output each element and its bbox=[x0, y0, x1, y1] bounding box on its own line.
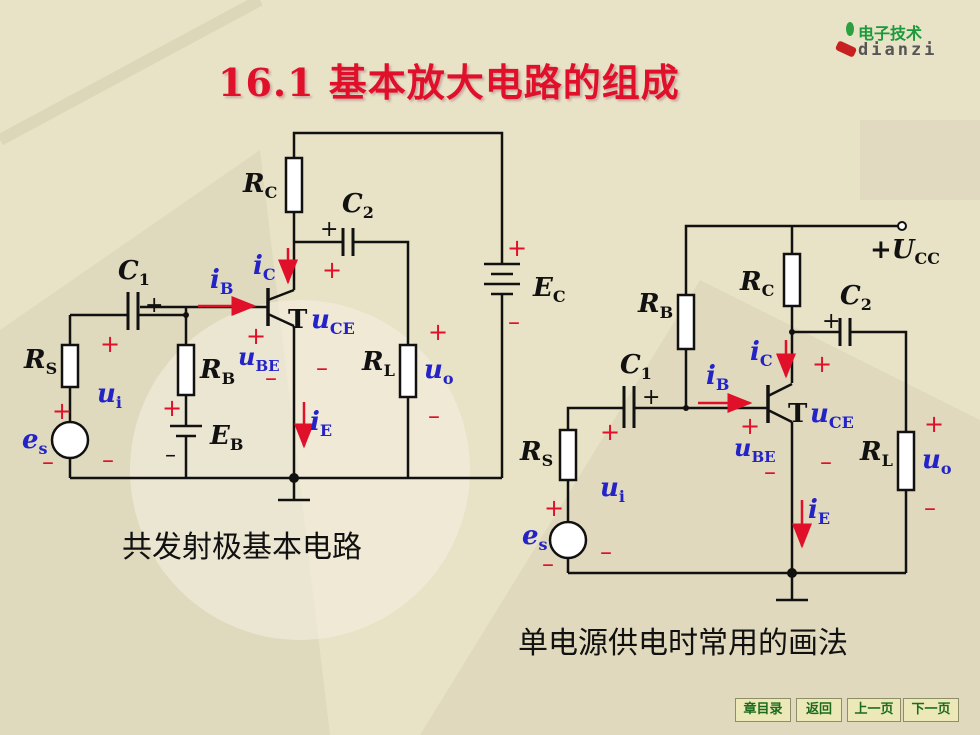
svg-text:+: + bbox=[544, 494, 564, 522]
svg-text:uo: uo bbox=[922, 445, 952, 478]
svg-text:+: + bbox=[507, 234, 527, 262]
svg-text:C2: C2 bbox=[342, 189, 374, 222]
svg-text:–: – bbox=[542, 550, 554, 578]
resistor-rs-right bbox=[558, 428, 578, 482]
resistor-rb-right bbox=[676, 293, 696, 351]
resistor-rc bbox=[284, 156, 304, 214]
svg-text:RS: RS bbox=[519, 437, 553, 470]
svg-text:–: – bbox=[820, 448, 832, 476]
svg-text:iB: iB bbox=[210, 265, 233, 298]
svg-text:+: + bbox=[600, 418, 620, 446]
resistor-rc-right bbox=[782, 252, 802, 308]
svg-text:–: – bbox=[316, 354, 328, 382]
resistor-rl bbox=[398, 343, 418, 399]
logo-text-chinese: 电子技术 bbox=[858, 24, 923, 43]
leaf-icon bbox=[846, 22, 854, 36]
resistor-rb bbox=[176, 343, 196, 397]
svg-text:+: + bbox=[740, 412, 760, 440]
svg-text:C1: C1 bbox=[620, 350, 652, 383]
chapter-toc-button[interactable]: 章目录 bbox=[735, 698, 791, 722]
svg-text:RS: RS bbox=[23, 345, 57, 378]
prev-page-button[interactable]: 上一页 bbox=[847, 698, 901, 722]
resistor-rs bbox=[60, 343, 80, 389]
svg-text:–: – bbox=[508, 308, 520, 336]
caption-left-circuit: 共发射极基本电路 bbox=[122, 530, 362, 565]
svg-text:C1: C1 bbox=[118, 256, 150, 289]
resistor-rl-right bbox=[896, 430, 916, 492]
svg-text:–: – bbox=[165, 443, 176, 468]
svg-text:iE: iE bbox=[808, 495, 830, 528]
svg-text:+: + bbox=[822, 309, 840, 334]
svg-text:RC: RC bbox=[242, 169, 277, 202]
svg-text:ui: ui bbox=[97, 379, 122, 412]
common-emitter-circuit bbox=[50, 131, 520, 502]
next-page-button[interactable]: 下一页 bbox=[903, 698, 959, 722]
svg-text:+: + bbox=[100, 330, 120, 358]
brand-logo: 电子技术 dianzi bbox=[834, 22, 966, 72]
svg-text:+UCC: +UCC bbox=[870, 235, 940, 268]
svg-text:+: + bbox=[322, 256, 342, 284]
svg-text:+: + bbox=[812, 350, 832, 378]
svg-text:uCE: uCE bbox=[810, 399, 854, 432]
svg-text:+: + bbox=[52, 397, 72, 425]
svg-text:EB: EB bbox=[209, 421, 243, 454]
svg-text:–: – bbox=[600, 538, 612, 566]
back-button[interactable]: 返回 bbox=[796, 698, 842, 722]
svg-text:–: – bbox=[764, 458, 776, 486]
single-supply-circuit bbox=[548, 224, 916, 602]
voltage-source-es bbox=[50, 420, 90, 460]
svg-text:uo: uo bbox=[424, 355, 454, 388]
voltage-source-es-right bbox=[548, 520, 588, 560]
svg-text:–: – bbox=[924, 494, 936, 522]
svg-text:iC: iC bbox=[253, 251, 276, 284]
svg-text:+: + bbox=[162, 394, 182, 422]
svg-text:C2: C2 bbox=[840, 281, 872, 314]
svg-text:RL: RL bbox=[859, 437, 893, 470]
svg-text:iB: iB bbox=[706, 361, 729, 394]
svg-text:+: + bbox=[246, 322, 266, 350]
caption-right-circuit: 单电源供电时常用的画法 bbox=[518, 626, 848, 661]
svg-text:–: – bbox=[42, 448, 54, 476]
svg-text:T: T bbox=[288, 305, 308, 335]
svg-text:+: + bbox=[145, 293, 163, 318]
svg-text:–: – bbox=[428, 402, 440, 430]
svg-text:+: + bbox=[924, 410, 944, 438]
svg-text:RL: RL bbox=[361, 347, 395, 380]
svg-text:iC: iC bbox=[750, 337, 773, 370]
svg-text:–: – bbox=[102, 446, 114, 474]
svg-text:+: + bbox=[642, 385, 660, 410]
svg-text:+: + bbox=[428, 318, 448, 346]
svg-text:ui: ui bbox=[600, 473, 625, 506]
svg-text:RB: RB bbox=[637, 289, 673, 322]
svg-text:–: – bbox=[265, 364, 277, 392]
slide-title: 16.1 基本放大电路的组成 bbox=[218, 60, 680, 105]
svg-text:T: T bbox=[788, 399, 808, 429]
svg-text:iE: iE bbox=[310, 407, 332, 440]
svg-text:RB: RB bbox=[199, 355, 235, 388]
svg-text:+: + bbox=[320, 217, 338, 242]
svg-text:RC: RC bbox=[739, 267, 774, 300]
svg-text:EC: EC bbox=[532, 273, 566, 306]
svg-text:uCE: uCE bbox=[311, 305, 355, 338]
logo-text-latin: dianzi bbox=[858, 40, 938, 60]
